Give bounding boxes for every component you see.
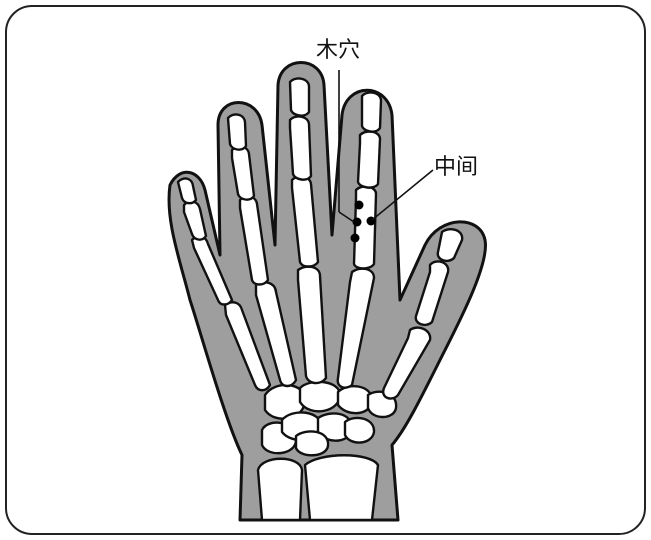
carpal-7: [345, 418, 374, 443]
index-middle: [358, 132, 380, 188]
acupoint-dot: [351, 234, 360, 243]
acupoint-dot: [355, 201, 364, 210]
label-point-a: 木穴: [316, 38, 360, 63]
carpal-8: [296, 431, 328, 455]
index-proximal: [354, 187, 376, 269]
middle-middle: [290, 117, 311, 180]
carpal-2: [300, 382, 340, 412]
index-distal: [362, 93, 381, 132]
ulna-bone: [305, 455, 378, 520]
middle-distal: [290, 79, 309, 116]
label-point-b: 中间: [434, 155, 478, 180]
radius-bone: [258, 459, 302, 520]
ring-distal: [228, 115, 246, 150]
